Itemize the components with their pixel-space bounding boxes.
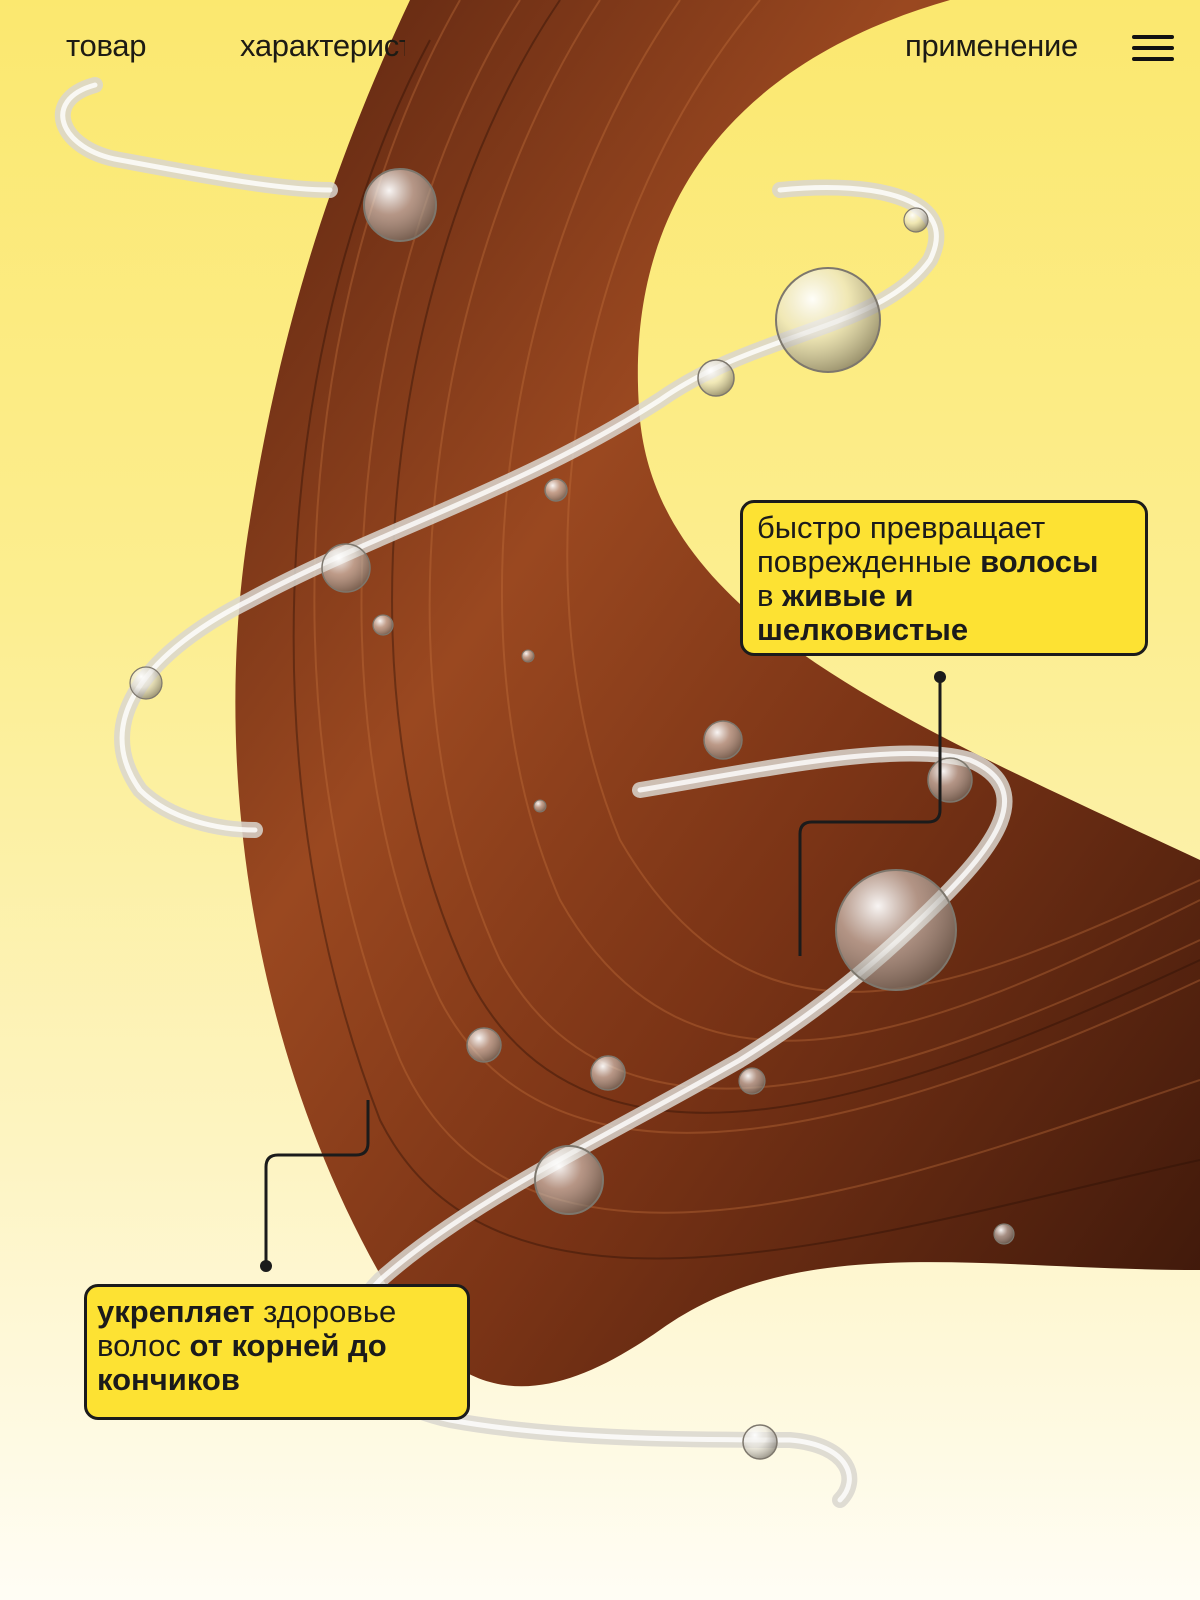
connector-bottom <box>264 1100 370 1266</box>
callout-connectors <box>264 677 942 1266</box>
callout-line: кончиков <box>97 1362 240 1397</box>
droplet <box>363 168 437 242</box>
top-navigation: товар характеристики применение <box>0 0 1200 95</box>
callout-line: волос от корней до <box>97 1328 387 1363</box>
callout-line: укрепляет здоровье <box>97 1294 397 1329</box>
menu-line <box>1132 57 1174 61</box>
droplet <box>835 869 957 991</box>
callout-line: быстро превращает <box>757 510 1046 545</box>
connector-dot <box>934 671 946 683</box>
droplet <box>321 543 371 593</box>
callout-line: в живые и <box>757 578 914 613</box>
droplet <box>521 649 535 663</box>
droplet <box>903 207 929 233</box>
menu-line <box>1132 46 1174 50</box>
droplet <box>544 478 568 502</box>
nav-item-characteristics[interactable]: характеристики <box>240 28 405 63</box>
menu-line <box>1132 35 1174 39</box>
droplet <box>590 1055 626 1091</box>
hamburger-menu-icon[interactable] <box>1132 32 1174 64</box>
callout-line: поврежденные волосы <box>757 544 1099 579</box>
droplet <box>775 267 881 373</box>
droplet <box>742 1424 778 1460</box>
feature-callout-strengthen: укрепляет здоровье волос от корней до ко… <box>84 1284 470 1420</box>
feature-callout-silky: быстро превращает поврежденные волосы в … <box>740 500 1148 656</box>
connector-dot <box>260 1260 272 1272</box>
droplet <box>697 359 735 397</box>
callout-line: шелковистые <box>757 612 969 647</box>
droplet <box>533 799 547 813</box>
nav-item-product[interactable]: товар <box>66 28 147 63</box>
droplet <box>993 1223 1015 1245</box>
connector-top <box>798 677 942 956</box>
droplet <box>466 1027 502 1063</box>
droplet <box>129 666 163 700</box>
droplet <box>372 614 394 636</box>
droplet <box>927 757 973 803</box>
droplet <box>738 1067 766 1095</box>
droplet <box>703 720 743 760</box>
droplet <box>534 1145 604 1215</box>
nav-item-application[interactable]: применение <box>905 28 1078 63</box>
